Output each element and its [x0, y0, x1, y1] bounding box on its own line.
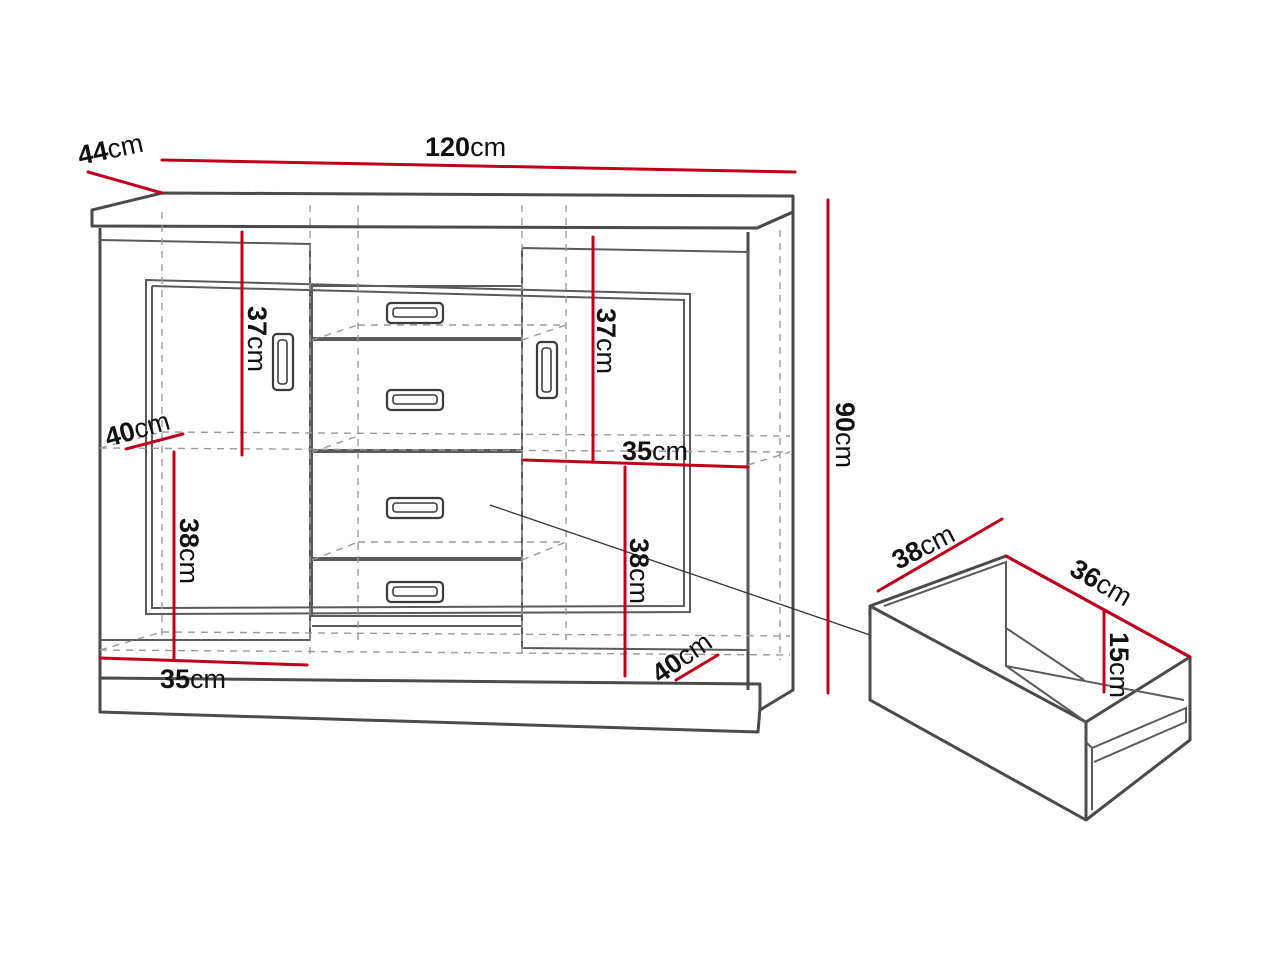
drawer-inner-back	[1005, 626, 1085, 681]
hidden-shelf-bottom	[99, 649, 791, 656]
dim-line-right-bottom-depth	[674, 653, 720, 682]
label-depth: 44cm	[75, 128, 146, 171]
hidden-diag-1	[99, 431, 163, 449]
dim-line-left-bottom-width	[98, 656, 309, 667]
hidden-lines	[99, 205, 791, 660]
dim-line-left-shelf-depth	[124, 432, 185, 451]
handles	[271, 301, 559, 604]
label-left-bottom-width: 35cm	[160, 664, 226, 694]
dimension-labels: 44cm 120cm 90cm 37cm 37cm 40cm 35cm 38cm…	[75, 128, 1137, 698]
dimension-lines	[86, 158, 1192, 695]
label-left-lower-height: 38cm	[174, 518, 204, 584]
drawer-inner-left	[883, 560, 1087, 723]
cabinet-plinth	[98, 676, 762, 734]
hidden-shelf-mid	[99, 447, 791, 453]
front-frame-inner	[151, 285, 685, 610]
hidden-diag-6	[311, 541, 359, 561]
cabinet-top	[90, 191, 795, 230]
cabinet-side-right	[756, 210, 795, 712]
hidden-diag-5	[311, 435, 359, 453]
hidden-shelf-bottom-back	[161, 631, 791, 637]
right-door-handle	[535, 340, 559, 400]
drawer-handle-2	[385, 388, 445, 412]
drawer-front-panel	[868, 604, 1088, 822]
dim-line-right-shelf-width	[522, 458, 750, 469]
hidden-shelf-mid-back	[161, 431, 791, 437]
hidden-diag-2	[99, 631, 163, 651]
hidden-diag-8	[521, 324, 567, 341]
drawer-detail	[868, 554, 1192, 822]
label-right-upper-height: 37cm	[591, 308, 621, 374]
leader-line	[489, 504, 871, 636]
label-left-upper-height: 37cm	[242, 306, 272, 372]
hidden-diag-3	[747, 451, 791, 466]
label-drawer-depth: 36cm	[1065, 553, 1137, 612]
hidden-diag-7	[521, 541, 567, 561]
dim-line-depth	[86, 170, 164, 195]
label-right-shelf-width: 35cm	[622, 436, 688, 466]
drawer-bottom-edge	[1005, 665, 1185, 701]
hidden-diag-4	[311, 324, 359, 341]
dim-line-width	[160, 158, 797, 174]
drawer-handle-1	[385, 301, 445, 325]
label-right-lower-height: 38cm	[624, 538, 654, 604]
drawer-handle-3	[385, 496, 445, 520]
label-width: 120cm	[425, 132, 506, 162]
drawer-handle-4	[385, 580, 445, 604]
label-drawer-width: 38cm	[887, 519, 959, 576]
front-frame	[145, 278, 691, 616]
label-drawer-height: 15cm	[1104, 632, 1134, 698]
left-door-handle	[271, 332, 295, 392]
drawer-top-right	[1085, 655, 1191, 724]
drawer-side	[1085, 741, 1093, 810]
dim-line-drawer-width	[876, 517, 1004, 593]
dim-line-drawer-depth	[1004, 554, 1192, 659]
drawer-runner	[1091, 706, 1187, 763]
label-height: 90cm	[830, 402, 860, 468]
